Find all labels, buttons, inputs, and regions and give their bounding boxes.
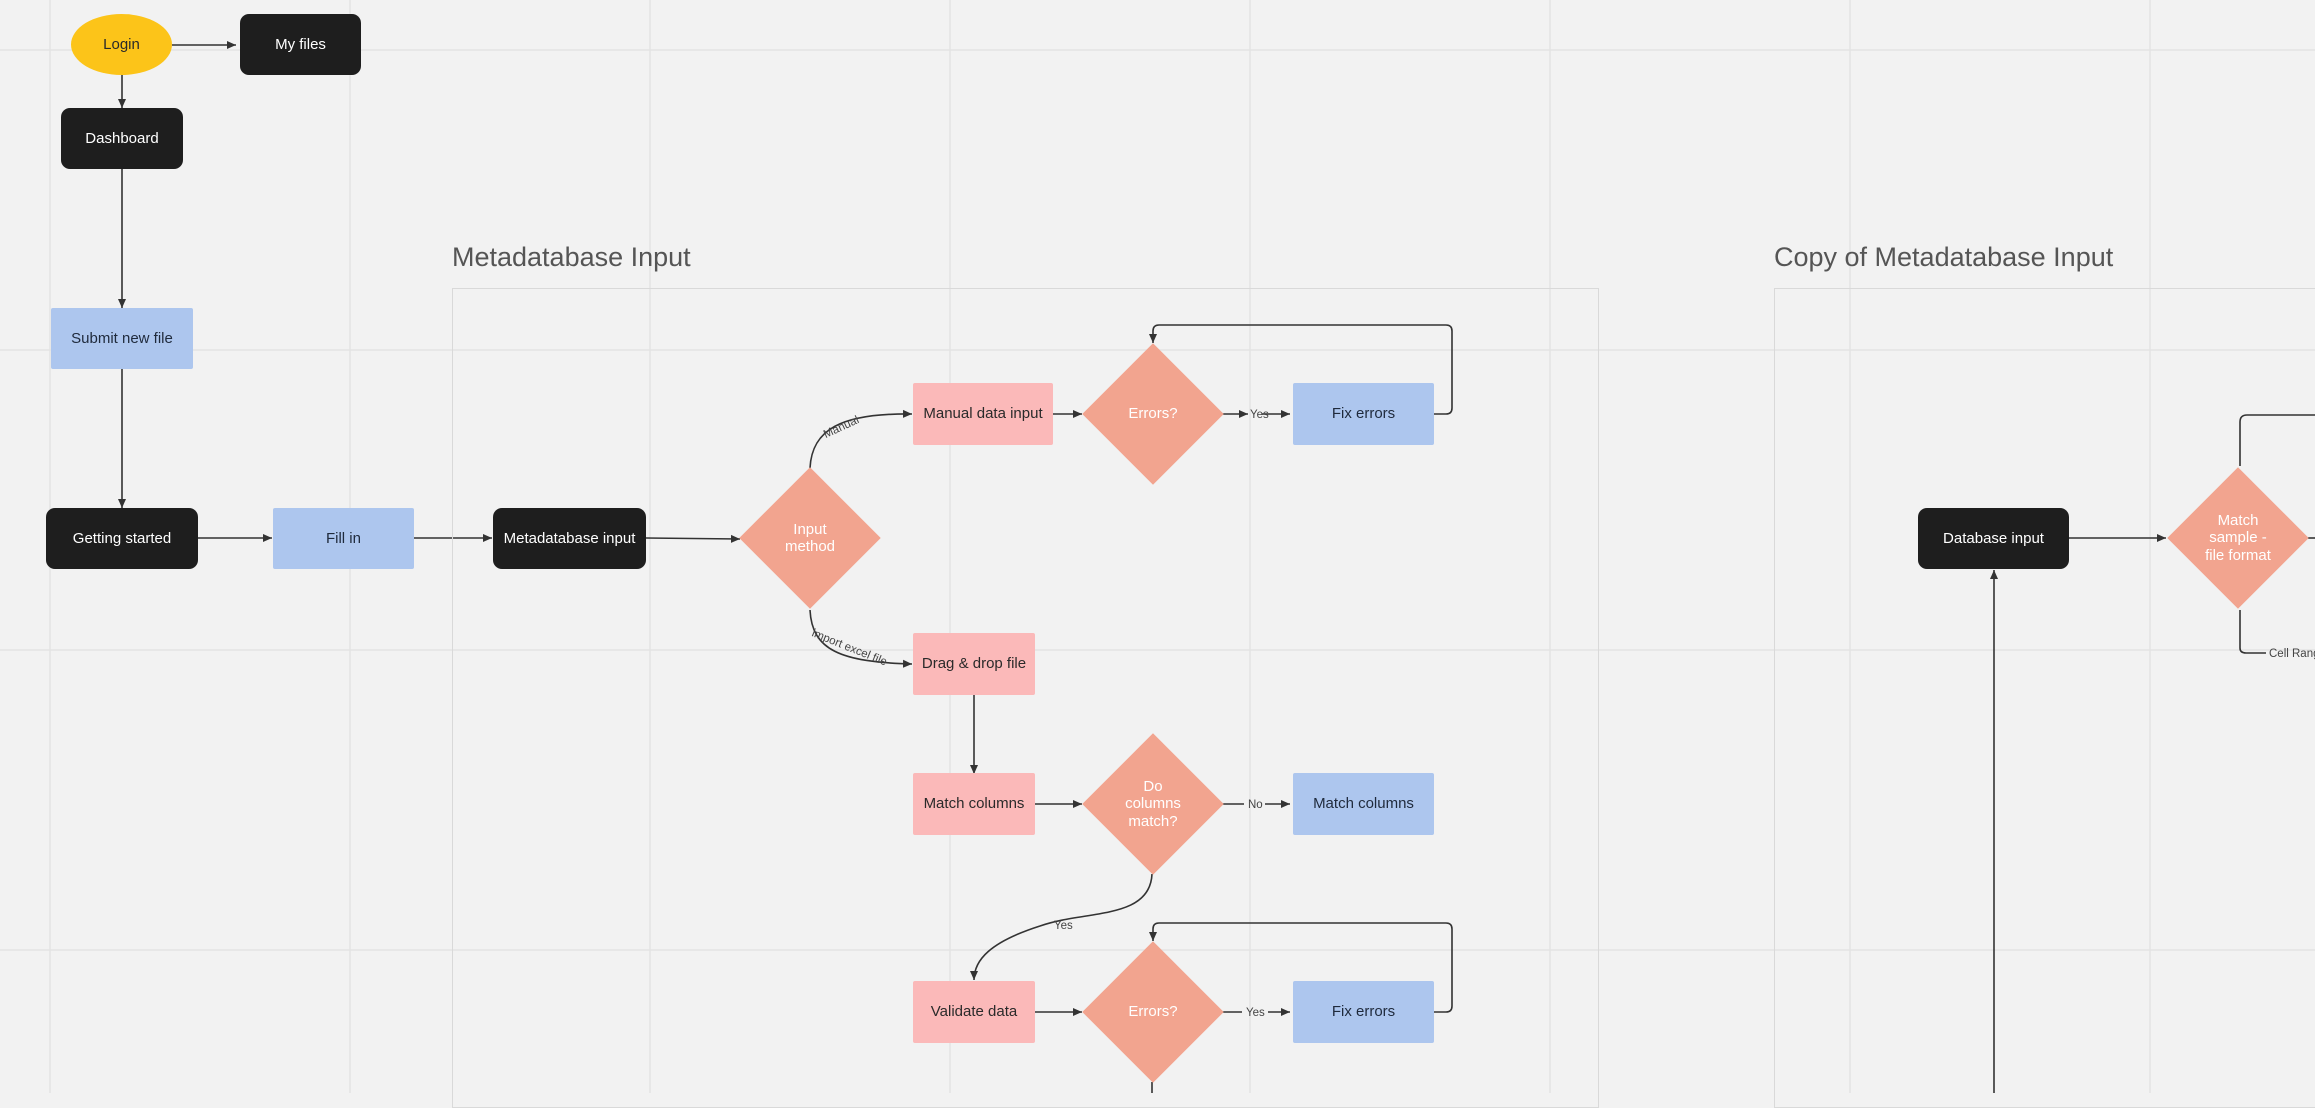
errors-decision-1[interactable]: Errors?	[1082, 343, 1224, 485]
edge-metadatabase-inputmethod	[645, 534, 741, 543]
edge-manual	[809, 409, 913, 469]
decision-label: Match sample - file format	[2205, 512, 2271, 564]
errors-decision-2[interactable]: Errors?	[1082, 941, 1224, 1083]
login-node[interactable]: Login	[71, 14, 172, 75]
fix-errors-node-2[interactable]: Fix errors	[1293, 981, 1434, 1043]
match-sample-format-decision[interactable]: Match sample - file format	[2167, 467, 2309, 609]
match-columns-node-right[interactable]: Match columns	[1293, 773, 1434, 835]
metadatabase-input-node[interactable]: Metadatabase input	[493, 508, 646, 569]
edge-fix2-loop	[1149, 922, 1453, 1013]
do-columns-match-decision[interactable]: Do columns match?	[1082, 733, 1224, 875]
validate-data-node[interactable]: Validate data	[913, 981, 1035, 1043]
match-columns-node-left[interactable]: Match columns	[913, 773, 1035, 835]
edge-match-top	[2239, 414, 2315, 466]
dashboard-node[interactable]: Dashboard	[61, 108, 183, 169]
edge-import	[809, 609, 913, 668]
edge-label-yes-2: Yes	[1246, 1007, 1265, 1019]
edge-docolumns-validate	[970, 873, 1153, 981]
decision-label: Input method	[784, 520, 836, 555]
edge-label-no: No	[1248, 799, 1263, 811]
my-files-node[interactable]: My files	[240, 14, 361, 75]
edge-fix1-loop	[1149, 324, 1453, 415]
decision-label: Errors?	[1128, 405, 1178, 423]
database-input-node[interactable]: Database input	[1918, 508, 2069, 569]
fill-in-node[interactable]: Fill in	[273, 508, 414, 569]
decision-label: Errors?	[1128, 1003, 1178, 1021]
fix-errors-node-1[interactable]: Fix errors	[1293, 383, 1434, 445]
decision-label: Do columns match?	[1125, 778, 1181, 830]
manual-data-input-node[interactable]: Manual data input	[913, 383, 1053, 445]
frame-copy-metadatabase[interactable]	[1774, 288, 2315, 1108]
connectors	[118, 41, 2315, 1093]
edge-label-yes-1: Yes	[1250, 409, 1269, 421]
frame-title-metadatabase: Metadatabase Input	[452, 242, 691, 272]
frame-title-copy: Copy of Metadatabase Input	[1774, 242, 2114, 272]
edge-label-yes-match: Yes	[1054, 920, 1073, 932]
submit-new-file-node[interactable]: Submit new file	[51, 308, 193, 369]
edge-label-cell-range: Cell Rang	[2269, 648, 2315, 660]
input-method-decision[interactable]: Input method	[739, 467, 881, 609]
drag-drop-file-node[interactable]: Drag & drop file	[913, 633, 1035, 695]
getting-started-node[interactable]: Getting started	[46, 508, 198, 569]
edge-match-cellrange	[2239, 610, 2266, 654]
